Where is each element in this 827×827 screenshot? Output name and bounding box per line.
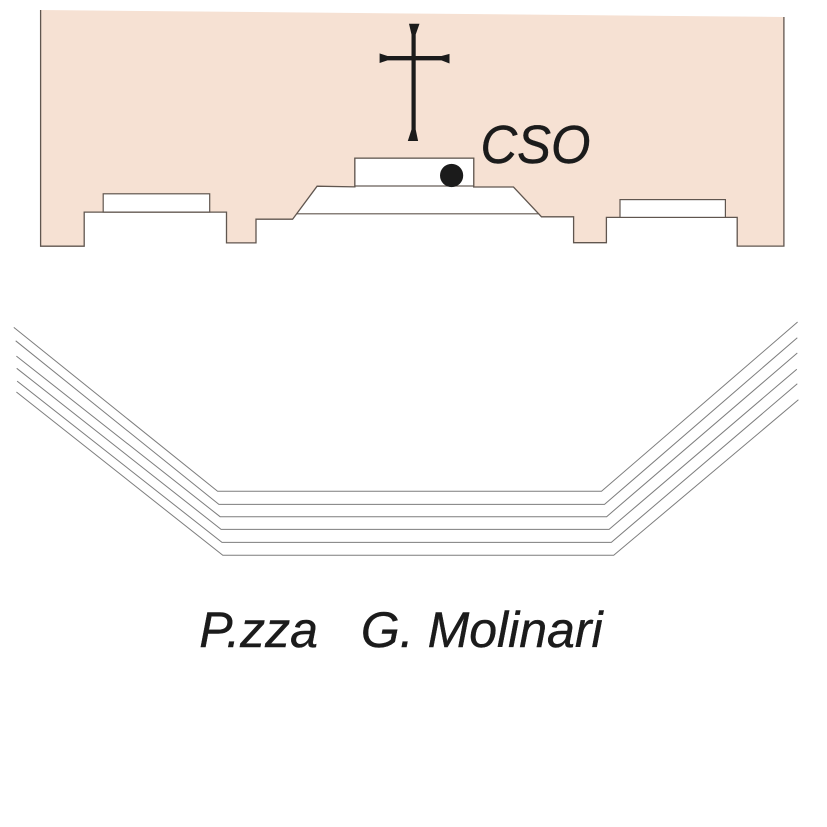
svg-text:G. Molinari: G. Molinari — [361, 602, 605, 658]
svg-text:CSO: CSO — [481, 115, 591, 175]
svg-text:P.zza: P.zza — [199, 602, 318, 658]
